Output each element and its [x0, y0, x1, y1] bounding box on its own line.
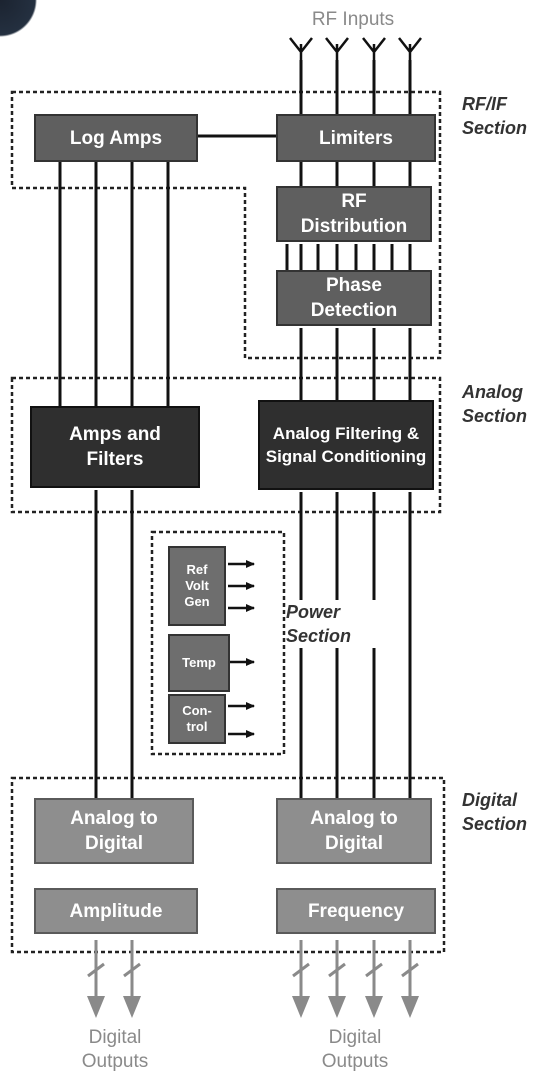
rf-if-section-boundary [10, 90, 442, 360]
digital-output-arrowheads [87, 996, 419, 1018]
digital-section-boundary [10, 776, 446, 954]
power-section-label: Power Section [286, 600, 376, 648]
power-section-boundary [150, 530, 286, 756]
analog-section-label: Analog Section [462, 382, 528, 426]
control-block: Con-trol [168, 694, 226, 744]
analog-filtering-block: Analog Filtering & Signal Conditioning [258, 400, 434, 490]
analog-section-boundary [10, 376, 442, 514]
digital-outputs-left-label: Digital Outputs [81, 1027, 149, 1072]
digital-output-arrows [87, 940, 419, 1004]
digital-outputs-right-label: Digital Outputs [321, 1027, 389, 1072]
power-output-arrows [228, 560, 255, 738]
amplitude-block: Amplitude [34, 888, 198, 934]
corner-decoration [0, 0, 42, 48]
limiters-block: Limiters [276, 114, 436, 162]
adc-left-block: Analog to Digital [34, 798, 194, 864]
temp-block: Temp [168, 634, 230, 692]
digital-section-label: Digital Section [462, 790, 528, 834]
rf-inputs-label: RF Inputs [311, 9, 395, 30]
log-amps-block: Log Amps [34, 114, 198, 162]
phase-detection-block: Phase Detection [276, 270, 432, 326]
ref-volt-gen-block: Ref Volt Gen [168, 546, 226, 626]
adc-right-block: Analog to Digital [276, 798, 432, 864]
amps-and-filters-block: Amps and Filters [30, 406, 200, 488]
rf-distribution-block: RF Distribution [276, 186, 432, 242]
rf-if-section-label: RF/IF Section [462, 94, 528, 138]
rf-input-antennas [289, 37, 422, 62]
frequency-block: Frequency [276, 888, 436, 934]
